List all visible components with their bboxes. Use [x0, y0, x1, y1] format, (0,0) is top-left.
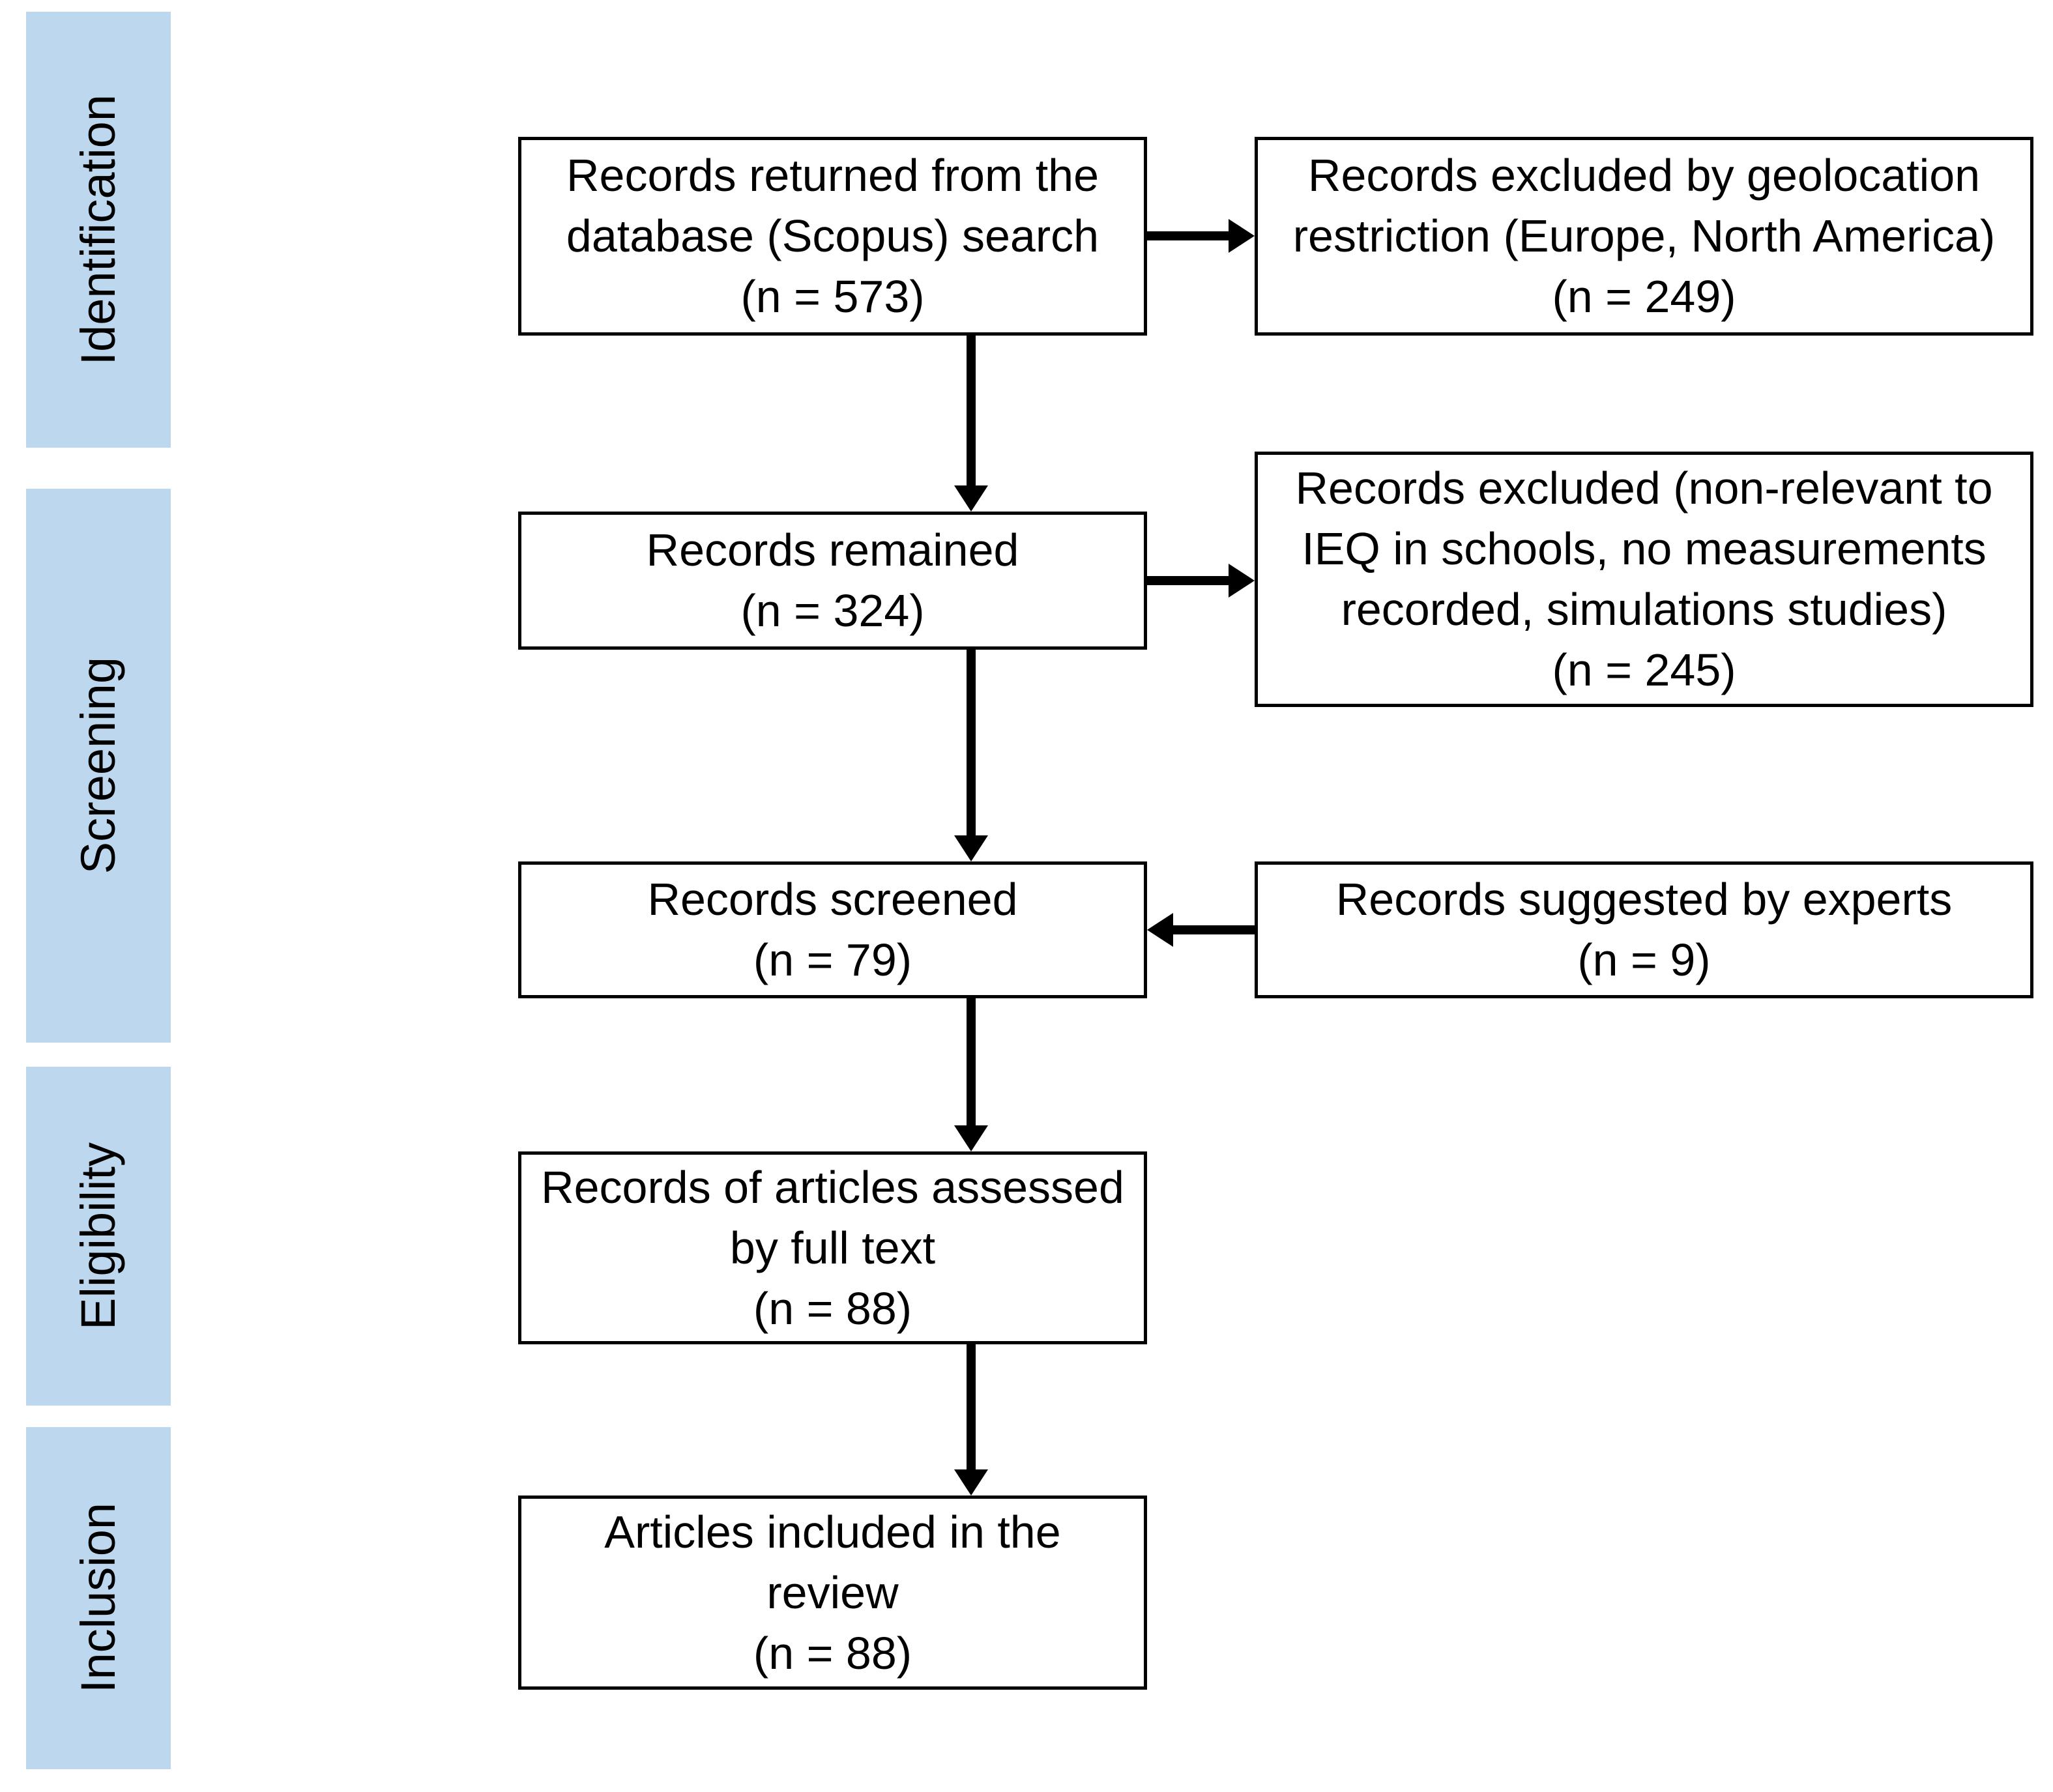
stage-band-identification: Identification: [26, 12, 171, 448]
flow-box-excluded-geolocation: Records excluded by geolocation restrict…: [1255, 137, 2033, 336]
arrow-remained-to-excluded-nonrelevant-shaft: [1147, 576, 1230, 585]
flow-box-records-remained: Records remained (n = 324): [518, 512, 1147, 650]
flow-box-articles-included: Articles included in the review (n = 88): [518, 1496, 1147, 1690]
flow-box-line: Records screened: [647, 874, 1018, 925]
arrow-assessed-to-included-shaft: [967, 1344, 976, 1471]
flow-box-line: restriction (Europe, North America): [1292, 210, 1996, 261]
flow-box-line: Articles included in the: [604, 1506, 1061, 1557]
flow-box-line: review: [766, 1567, 899, 1618]
flow-box-count: (n = 573): [740, 271, 925, 322]
flow-box-count: (n = 79): [753, 934, 912, 985]
flow-box-line: Records excluded (non-relevant to: [1295, 463, 1993, 513]
flow-box-records-assessed: Records of articles assessed by full tex…: [518, 1151, 1147, 1344]
flow-box-line: Records returned from the: [566, 150, 1099, 201]
flow-box-count: (n = 9): [1577, 934, 1711, 985]
arrow-screened-to-assessed-head: [954, 1125, 988, 1151]
flow-box-line: by full text: [729, 1222, 936, 1273]
stage-band-screening: Screening: [26, 489, 171, 1043]
stage-label-identification: Identification: [71, 94, 125, 366]
stage-label-inclusion: Inclusion: [71, 1503, 125, 1694]
stage-label-screening: Screening: [71, 657, 125, 874]
arrow-experts-to-screened-shaft: [1172, 925, 1255, 934]
flow-box-line: Records suggested by experts: [1335, 874, 1953, 925]
flow-box-line: IEQ in schools, no measurements: [1302, 523, 1987, 574]
arrow-experts-to-screened-head: [1147, 913, 1173, 947]
arrow-returned-to-remained-head: [954, 485, 988, 512]
flow-box-count: (n = 88): [753, 1627, 912, 1679]
flow-box-count: (n = 88): [753, 1282, 912, 1334]
arrow-remained-to-excluded-nonrelevant-head: [1229, 564, 1255, 598]
arrow-returned-to-remained-shaft: [967, 336, 976, 487]
arrow-returned-to-excluded-geolocation-shaft: [1147, 231, 1230, 240]
arrow-remained-to-screened-head: [954, 835, 988, 861]
flow-box-line: database (Scopus) search: [566, 210, 1099, 261]
arrow-remained-to-screened-shaft: [967, 650, 976, 837]
flow-box-count: (n = 324): [740, 585, 925, 636]
flow-box-count: (n = 245): [1552, 644, 1736, 695]
arrow-screened-to-assessed-shaft: [967, 998, 976, 1127]
stage-band-eligibility: Eligibility: [26, 1067, 171, 1406]
flow-box-records-screened: Records screened (n = 79): [518, 861, 1147, 998]
stage-band-inclusion: Inclusion: [26, 1427, 171, 1769]
flow-box-records-returned: Records returned from the database (Scop…: [518, 137, 1147, 336]
flow-box-line: Records of articles assessed: [541, 1161, 1124, 1213]
arrow-assessed-to-included-head: [954, 1469, 988, 1496]
flow-box-count: (n = 249): [1552, 271, 1736, 322]
arrow-returned-to-excluded-geolocation-head: [1229, 219, 1255, 253]
flow-box-line: Records excluded by geolocation: [1307, 150, 1981, 201]
flow-box-line: Records remained: [646, 525, 1019, 575]
stage-label-eligibility: Eligibility: [71, 1142, 125, 1330]
flow-box-excluded-nonrelevant: Records excluded (non-relevant to IEQ in…: [1255, 452, 2033, 707]
flow-box-suggested-experts: Records suggested by experts (n = 9): [1255, 861, 2033, 998]
flow-box-line: recorded, simulations studies): [1341, 584, 1947, 635]
